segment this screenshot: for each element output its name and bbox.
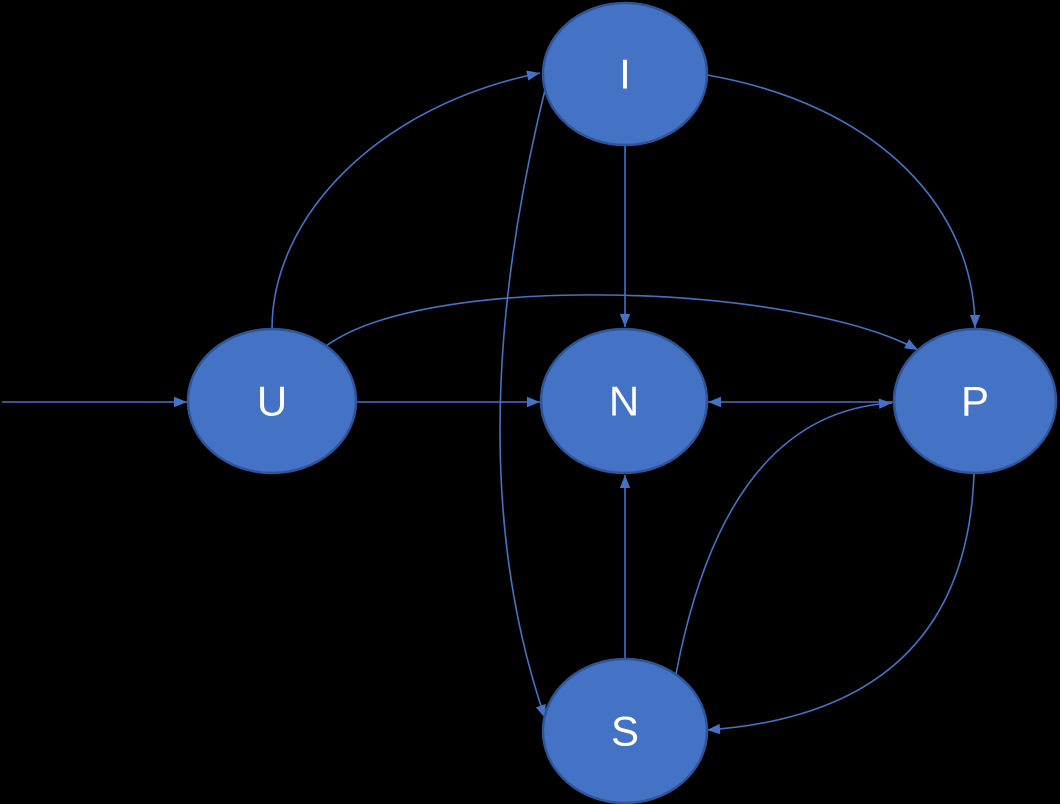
- node-N: N: [539, 327, 709, 475]
- node-U-ellipse: [186, 327, 358, 475]
- node-U-label: U: [257, 378, 287, 425]
- node-N-label: N: [609, 378, 639, 425]
- edge-S-to-P-arrow: [675, 398, 893, 675]
- edge-U-to-P-arrow: [325, 294, 919, 351]
- edge-I-to-P-arrow: [706, 74, 981, 329]
- node-U: U: [186, 327, 358, 475]
- node-S-label: S: [611, 708, 639, 755]
- edge-U-to-I-arrow: [271, 70, 541, 330]
- node-P-ellipse: [892, 327, 1058, 475]
- node-S-ellipse: [541, 657, 709, 804]
- node-S: S: [541, 657, 709, 804]
- nodes-layer: I U N P S: [186, 1, 1058, 804]
- node-P: P: [892, 327, 1058, 475]
- edges-layer: [2, 70, 981, 735]
- node-I-ellipse: [541, 1, 709, 147]
- node-N-ellipse: [539, 327, 709, 475]
- edge-P-to-S-arrow: [706, 472, 975, 735]
- node-I: I: [541, 1, 709, 147]
- node-I-label: I: [619, 51, 631, 98]
- edge-I-to-S-arrow: [499, 89, 546, 719]
- node-P-label: P: [961, 378, 989, 425]
